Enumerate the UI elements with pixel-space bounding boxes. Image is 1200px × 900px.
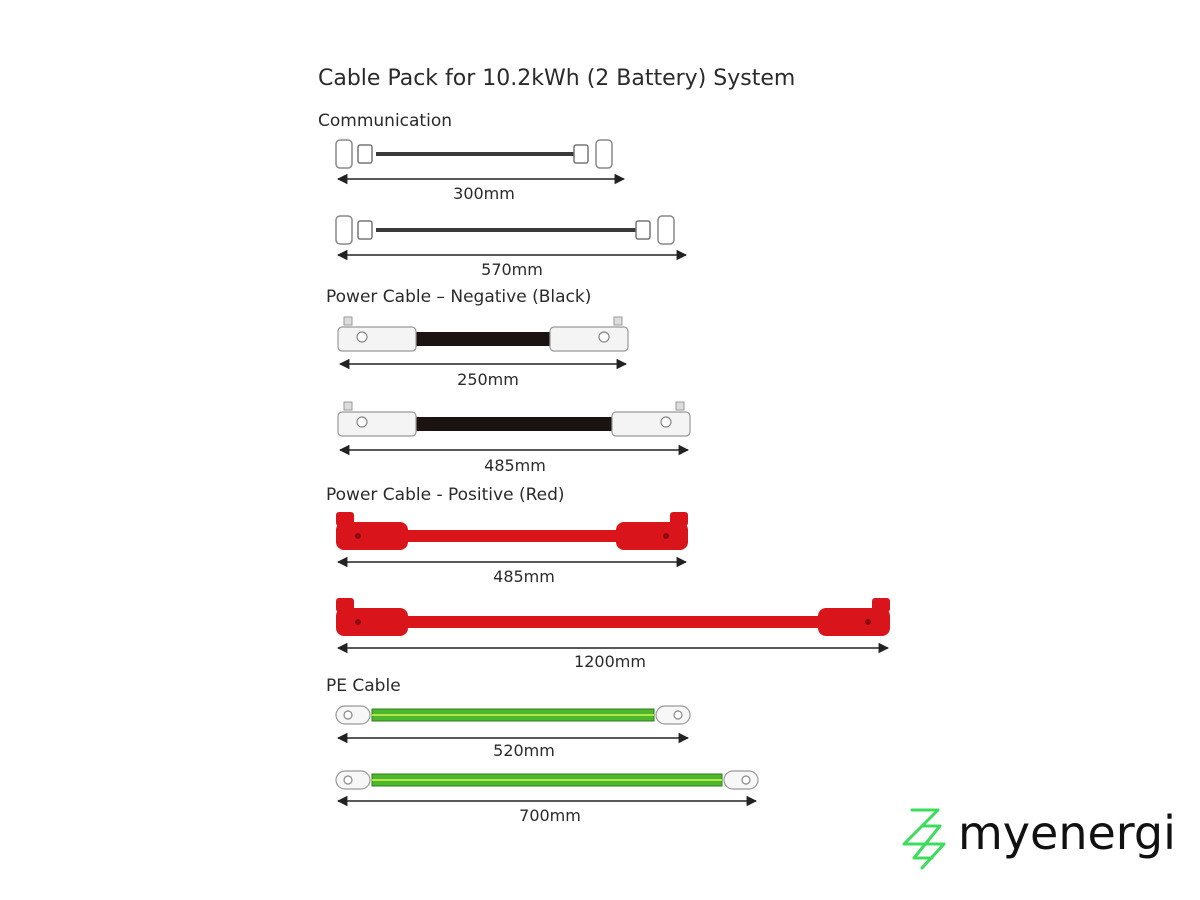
lug-tab — [343, 316, 353, 326]
length-label-neg-485: 485mm — [484, 456, 546, 475]
length-label-comm-570: 570mm — [481, 260, 543, 279]
length-label-pe-700: 700mm — [519, 806, 581, 825]
connector-plug — [657, 215, 675, 245]
lug-hole — [355, 533, 361, 539]
myenergi-logo-icon — [902, 808, 946, 870]
lug-tab — [336, 598, 354, 612]
length-label-pos-1200: 1200mm — [574, 652, 646, 671]
connector-plug — [595, 139, 613, 169]
section-communication: Communication — [318, 111, 452, 131]
connector-head — [635, 220, 651, 240]
cable-wire — [406, 530, 618, 542]
cable-lug — [549, 326, 629, 352]
ring-terminal — [335, 770, 371, 790]
brand-name: myenergi — [958, 806, 1176, 860]
lug-hole — [355, 619, 361, 625]
connector-head — [573, 144, 589, 164]
cable-lug — [336, 608, 408, 636]
lug-hole — [865, 619, 871, 625]
lug-tab — [613, 316, 623, 326]
diagram-title: Cable Pack for 10.2kWh (2 Battery) Syste… — [318, 66, 796, 91]
length-label-neg-250: 250mm — [457, 370, 519, 389]
cable-comm-300 — [335, 139, 626, 185]
cable-lug — [337, 326, 417, 352]
ring-terminal — [655, 705, 691, 725]
cable-neg-485 — [337, 401, 691, 456]
connector-head — [357, 144, 373, 164]
terminal-hole — [673, 710, 683, 720]
lug-hole — [660, 416, 672, 428]
lug-hole — [356, 331, 368, 343]
lug-tab — [336, 512, 354, 526]
cable-comm-570 — [335, 215, 688, 261]
cable-pe-520 — [335, 705, 691, 744]
cable-pos-1200 — [336, 598, 890, 654]
cable-wire — [406, 616, 820, 628]
cable-wire — [416, 332, 550, 346]
connector-plug — [335, 139, 353, 169]
cable-lug — [818, 608, 890, 636]
ring-terminal — [335, 705, 371, 725]
section-negative: Power Cable – Negative (Black) — [326, 287, 592, 307]
lug-tab — [675, 401, 685, 411]
length-label-comm-300: 300mm — [453, 184, 515, 203]
ring-terminal — [723, 770, 759, 790]
cable-lug — [337, 411, 417, 437]
terminal-hole — [343, 775, 353, 785]
length-label-pe-520: 520mm — [493, 741, 555, 760]
cable-pos-485 — [336, 512, 688, 568]
cable-lug — [616, 522, 688, 550]
cable-lug — [336, 522, 408, 550]
section-positive: Power Cable - Positive (Red) — [326, 485, 565, 505]
lug-hole — [663, 533, 669, 539]
cable-neg-250 — [337, 316, 629, 370]
cable-wire — [416, 417, 612, 431]
terminal-hole — [741, 775, 751, 785]
section-pe: PE Cable — [326, 676, 401, 696]
lug-tab — [872, 598, 890, 612]
connector-plug — [335, 215, 353, 245]
terminal-hole — [343, 710, 353, 720]
lug-hole — [356, 416, 368, 428]
cable-lug — [611, 411, 691, 437]
lug-tab — [343, 401, 353, 411]
lug-tab — [670, 512, 688, 526]
lug-hole — [598, 331, 610, 343]
connector-head — [357, 220, 373, 240]
cable-pe-700 — [335, 770, 759, 807]
length-label-pos-485: 485mm — [493, 567, 555, 586]
